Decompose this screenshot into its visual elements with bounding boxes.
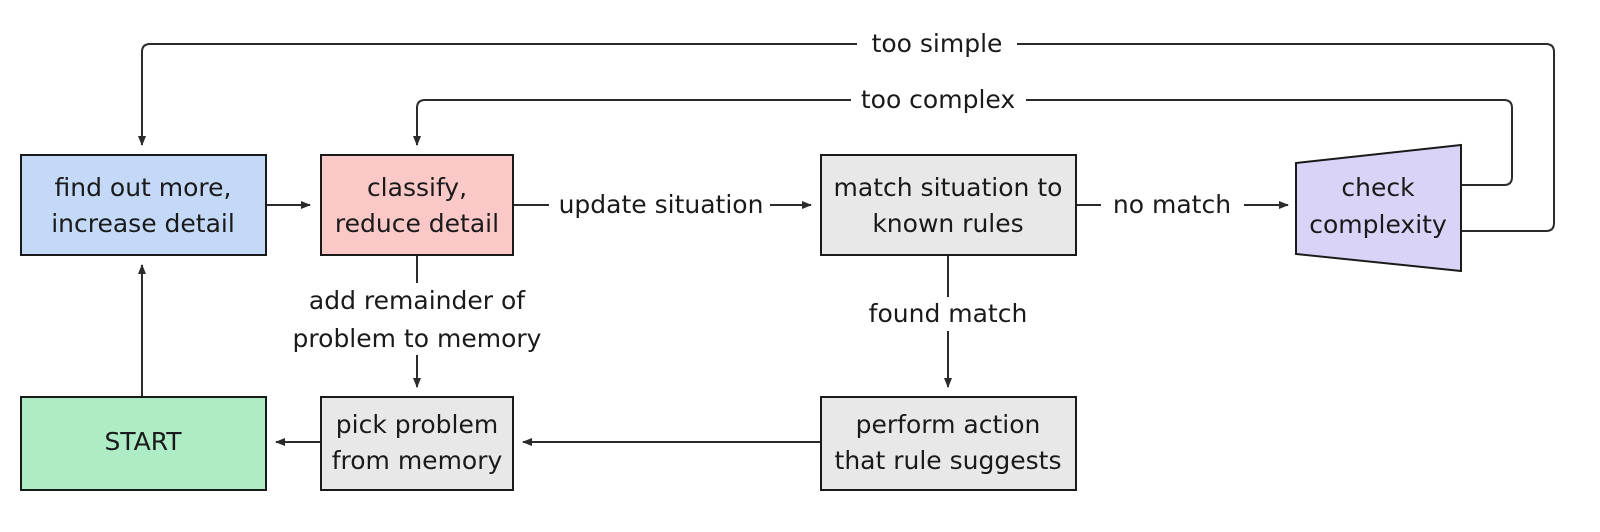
node-label-pick-problem-line2: from memory <box>332 446 503 475</box>
edge-label-mask-update-situation <box>549 189 770 221</box>
node-shape-check-complexity[interactable] <box>1295 143 1462 273</box>
node-shape-find-out-more[interactable] <box>20 154 267 256</box>
node-label-pick-problem-line1: pick problem <box>336 410 498 439</box>
node-perform-action[interactable]: perform action that rule suggests <box>820 396 1077 491</box>
node-label-classify-line1: classify, <box>367 173 467 202</box>
edge-label-too-simple: too simple <box>872 29 1003 58</box>
node-find-out-more[interactable]: find out more, increase detail <box>20 154 267 256</box>
node-pick-problem[interactable]: pick problem from memory <box>320 396 514 491</box>
node-classify[interactable]: classify, reduce detail <box>320 154 514 256</box>
edge-classify-to-match: update situation <box>513 189 812 221</box>
edge-label-add-remainder-line2: problem to memory <box>293 324 542 353</box>
node-label-check-complexity-line1: check <box>1341 173 1415 202</box>
node-shape-start[interactable] <box>20 396 267 491</box>
node-label-perform-action-line2: that rule suggests <box>835 446 1062 475</box>
node-shape-classify[interactable] <box>320 154 514 256</box>
edge-label-too-complex: too complex <box>861 85 1015 114</box>
node-match-situation[interactable]: match situation to known rules <box>820 154 1077 256</box>
node-check-complexity[interactable]: check complexity <box>1295 143 1462 273</box>
node-shape-perform-action[interactable] <box>820 396 1077 491</box>
node-label-perform-action-line1: perform action <box>856 410 1041 439</box>
edge-label-no-match: no match <box>1113 190 1231 219</box>
node-label-check-complexity-line2: complexity <box>1309 210 1447 239</box>
edge-classify-to-pick: add remainder of problem to memory <box>288 255 546 388</box>
node-label-find-out-more-line2: increase detail <box>51 209 235 238</box>
edge-path-too-complex <box>413 99 1513 186</box>
node-start[interactable]: START <box>20 396 267 491</box>
node-label-match-situation-line1: match situation to <box>834 173 1063 202</box>
edge-match-to-check: no match <box>1076 189 1289 221</box>
edge-check-to-find-too-simple: too simple <box>138 28 1555 232</box>
edge-label-add-remainder-line1: add remainder of <box>309 286 526 315</box>
node-label-classify-line2: reduce detail <box>335 209 499 238</box>
node-label-find-out-more-line1: find out more, <box>54 173 231 202</box>
node-label-match-situation-line2: known rules <box>872 209 1023 238</box>
node-label-start: START <box>104 427 182 456</box>
edge-label-mask-too-complex <box>851 84 1026 116</box>
edge-label-mask-found-match <box>859 297 1037 331</box>
edge-path-too-simple <box>138 43 1555 232</box>
edge-label-update-situation: update situation <box>559 190 764 219</box>
node-shape-match-situation[interactable] <box>820 154 1077 256</box>
node-shape-pick-problem[interactable] <box>320 396 514 491</box>
edge-match-to-perform: found match <box>859 255 1037 388</box>
edge-label-mask-add-remainder <box>288 283 546 355</box>
edge-label-found-match: found match <box>869 299 1028 328</box>
edge-label-mask-too-simple <box>857 28 1017 60</box>
edge-check-to-classify-too-complex: too complex <box>413 84 1513 186</box>
edge-label-mask-no-match <box>1101 189 1244 221</box>
